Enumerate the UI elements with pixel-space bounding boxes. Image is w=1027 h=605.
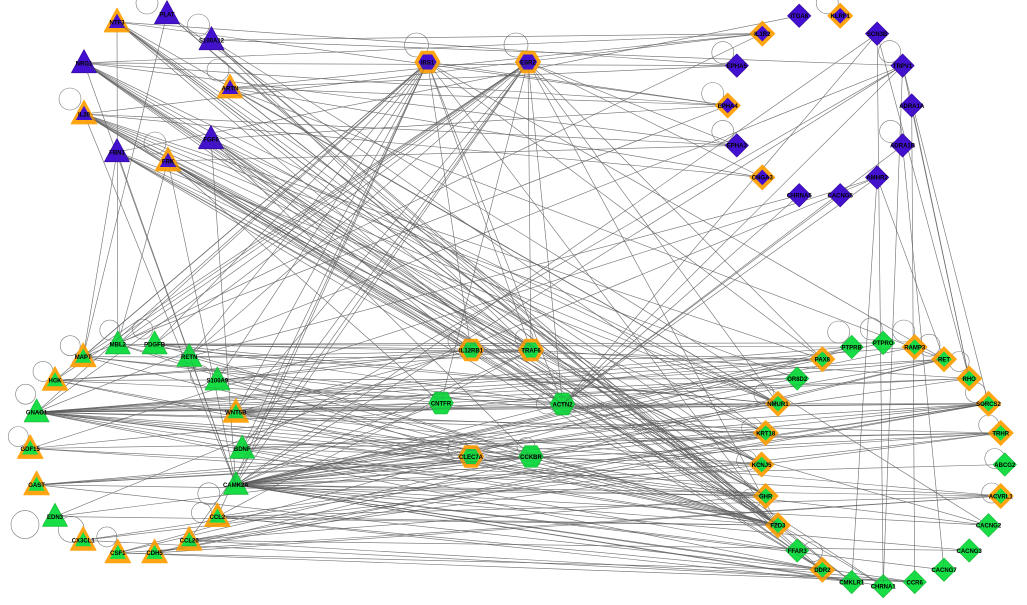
svg-text:FGF6: FGF6 xyxy=(203,137,219,143)
svg-text:MAPT: MAPT xyxy=(75,355,92,361)
svg-text:NRG1: NRG1 xyxy=(76,61,93,67)
svg-text:CNTFR: CNTFR xyxy=(431,401,452,407)
svg-text:ABCG2: ABCG2 xyxy=(994,463,1016,469)
svg-text:GDF15: GDF15 xyxy=(21,447,41,453)
svg-text:NTF3: NTF3 xyxy=(110,20,126,26)
svg-text:CACNG3: CACNG3 xyxy=(957,549,983,555)
svg-text:ARTN: ARTN xyxy=(222,86,239,92)
svg-text:CLEC7A: CLEC7A xyxy=(459,455,484,461)
svg-text:CACNG7: CACNG7 xyxy=(931,568,957,574)
svg-text:EDN3: EDN3 xyxy=(47,515,64,521)
svg-text:RET: RET xyxy=(938,358,950,364)
svg-text:RHO: RHO xyxy=(963,377,977,383)
svg-text:PLAT: PLAT xyxy=(159,12,175,18)
svg-text:OR8D2: OR8D2 xyxy=(787,377,808,383)
svg-text:NMUR1: NMUR1 xyxy=(767,402,789,408)
svg-text:CDH5: CDH5 xyxy=(146,551,163,557)
svg-text:CHRNA1: CHRNA1 xyxy=(871,584,897,590)
svg-text:SCN3B: SCN3B xyxy=(867,32,888,38)
svg-text:GNAO1: GNAO1 xyxy=(26,411,48,417)
svg-text:CCL20: CCL20 xyxy=(180,539,200,545)
svg-text:GHR: GHR xyxy=(759,494,773,500)
svg-text:ACVRL1: ACVRL1 xyxy=(989,494,1014,500)
svg-text:RETN: RETN xyxy=(181,355,197,361)
svg-text:EPHA4: EPHA4 xyxy=(718,104,739,110)
svg-text:GAST: GAST xyxy=(28,483,45,489)
svg-text:CMKLR1: CMKLR1 xyxy=(839,580,865,586)
svg-text:ACTN2: ACTN2 xyxy=(552,402,573,408)
svg-text:BDNF: BDNF xyxy=(234,447,251,453)
svg-text:MBL2: MBL2 xyxy=(110,342,127,348)
svg-text:CACNG2: CACNG2 xyxy=(976,524,1002,530)
svg-text:TRHR: TRHR xyxy=(992,431,1009,437)
svg-text:FRK: FRK xyxy=(162,159,175,165)
svg-text:CSF1: CSF1 xyxy=(110,551,126,557)
svg-text:CHRNA5: CHRNA5 xyxy=(787,194,813,200)
svg-text:CCR6: CCR6 xyxy=(907,580,924,586)
svg-text:IRS1: IRS1 xyxy=(421,60,435,66)
svg-text:FFAR3: FFAR3 xyxy=(788,549,808,555)
svg-text:PAX8: PAX8 xyxy=(815,358,831,364)
svg-text:CACNG5: CACNG5 xyxy=(828,194,854,200)
svg-text:ADRA1B: ADRA1B xyxy=(890,144,916,150)
svg-text:S100A12: S100A12 xyxy=(199,38,225,44)
svg-text:PTPRB: PTPRB xyxy=(842,345,863,351)
svg-text:EPHA3: EPHA3 xyxy=(727,144,748,150)
svg-text:EPHA5: EPHA5 xyxy=(727,64,748,70)
svg-text:ITGA8: ITGA8 xyxy=(790,14,808,20)
svg-text:ESR2: ESR2 xyxy=(520,60,536,66)
svg-text:DDR2: DDR2 xyxy=(814,568,831,574)
svg-text:AMHR2: AMHR2 xyxy=(866,176,888,182)
svg-text:CCKBR: CCKBR xyxy=(520,455,542,461)
svg-text:FBN1: FBN1 xyxy=(109,150,125,156)
svg-text:IL1R2: IL1R2 xyxy=(754,32,771,38)
svg-text:RAMP3: RAMP3 xyxy=(904,345,926,351)
svg-text:IL20: IL20 xyxy=(78,112,91,118)
svg-text:TRAF6: TRAF6 xyxy=(521,348,541,354)
svg-text:PTPRO: PTPRO xyxy=(873,341,894,347)
svg-text:CNGA3: CNGA3 xyxy=(752,176,774,182)
svg-text:WNT5B: WNT5B xyxy=(225,411,247,417)
svg-text:PDGFB: PDGFB xyxy=(144,342,166,348)
svg-text:CCL2: CCL2 xyxy=(210,515,226,521)
svg-text:IL12RB1: IL12RB1 xyxy=(459,348,484,354)
svg-text:KLRF1: KLRF1 xyxy=(831,14,851,20)
svg-text:FZD3: FZD3 xyxy=(770,524,786,530)
svg-text:ADRA1A: ADRA1A xyxy=(899,104,925,110)
svg-text:CX3CL1: CX3CL1 xyxy=(72,539,96,545)
svg-text:HCK: HCK xyxy=(49,379,63,385)
svg-text:CAMK2A: CAMK2A xyxy=(223,483,249,489)
svg-text:KCNJ5: KCNJ5 xyxy=(752,463,772,469)
svg-text:KRT18: KRT18 xyxy=(756,431,776,437)
svg-text:TRPV1: TRPV1 xyxy=(893,64,913,70)
svg-text:S100A9: S100A9 xyxy=(207,379,229,385)
svg-text:SORCS2: SORCS2 xyxy=(976,402,1001,408)
